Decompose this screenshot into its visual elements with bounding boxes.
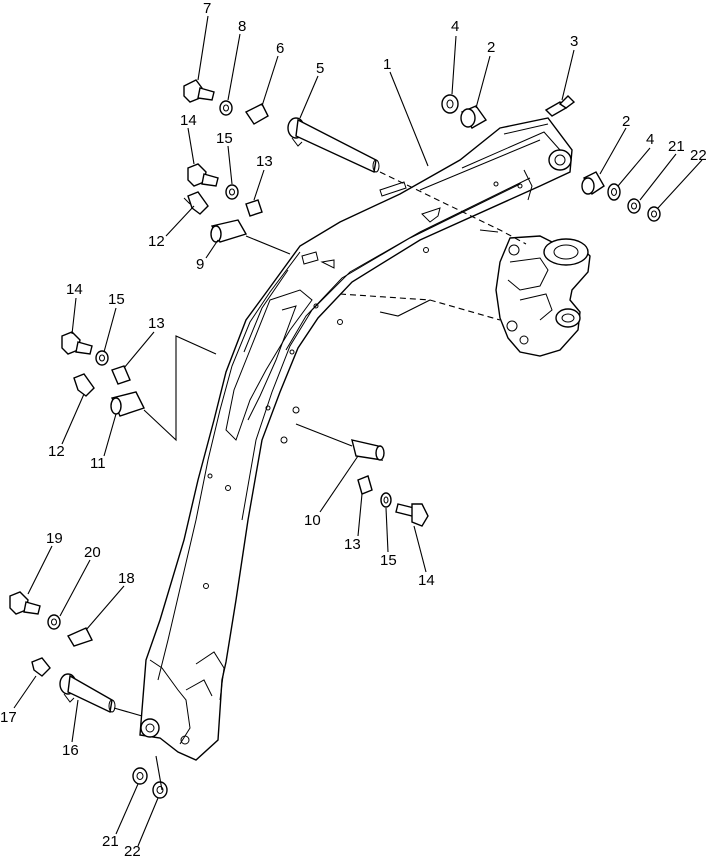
label-4-top: 4 — [451, 18, 459, 35]
pin-11 — [110, 335, 217, 442]
label-4-right: 4 — [646, 131, 654, 148]
washer-22-right — [647, 206, 661, 222]
label-22-right: 22 — [690, 147, 707, 164]
assembly-line-foot — [339, 293, 501, 321]
pin-9 — [210, 219, 291, 255]
label-11: 11 — [90, 455, 106, 472]
label-12-upper: 12 — [148, 233, 165, 250]
swing-bracket — [495, 235, 591, 357]
label-17: 17 — [0, 709, 17, 726]
bolt-14-middle — [61, 331, 93, 355]
grease-fitting-3 — [544, 95, 576, 117]
bolt-14-upper — [187, 163, 219, 187]
label-6: 6 — [276, 40, 284, 57]
plate-6 — [244, 103, 269, 125]
label-3: 3 — [570, 33, 578, 50]
label-9: 9 — [196, 256, 204, 273]
plate-13-middle — [111, 365, 131, 385]
assembly-line-head — [379, 171, 527, 245]
label-12-middle: 12 — [48, 443, 65, 460]
label-13-lower: 13 — [344, 536, 361, 553]
washer-15-upper — [225, 184, 239, 200]
label-7: 7 — [203, 0, 211, 17]
boom-body — [139, 117, 573, 761]
bolt-19 — [9, 591, 41, 615]
washer-15-middle — [95, 350, 109, 366]
label-15-upper: 15 — [216, 130, 233, 147]
label-22-bottom: 22 — [124, 843, 141, 858]
label-5: 5 — [316, 60, 324, 77]
plate-13-upper — [245, 199, 263, 217]
label-13-upper: 13 — [256, 153, 273, 170]
label-1: 1 — [383, 56, 391, 73]
label-18: 18 — [118, 570, 135, 587]
washer-8 — [219, 100, 233, 116]
grease-fitting-12-upper — [183, 191, 209, 215]
bolt-14-lower — [395, 503, 429, 527]
label-16: 16 — [62, 742, 79, 759]
washer-21-right — [627, 198, 641, 214]
washer-20 — [47, 614, 61, 630]
label-19: 19 — [46, 530, 63, 547]
bushing-2-right — [581, 171, 605, 196]
washer-21-bottom — [132, 767, 148, 785]
label-14-upper: 14 — [180, 112, 197, 129]
label-14-lower: 14 — [418, 572, 435, 589]
leader-lines — [13, 15, 703, 847]
label-15-middle: 15 — [108, 291, 125, 308]
pin-16 — [59, 673, 143, 717]
label-21-right: 21 — [668, 138, 685, 155]
bushing-2-top — [460, 105, 488, 129]
washer-15-lower — [380, 492, 392, 508]
washer-22-bottom — [152, 781, 168, 799]
pin-10 — [295, 423, 385, 461]
plate-18 — [66, 627, 93, 647]
label-8: 8 — [238, 18, 246, 35]
washer-4-right — [607, 183, 621, 201]
plate-13-lower — [357, 475, 373, 495]
pin-5 — [287, 117, 380, 174]
bolt-7 — [183, 79, 215, 103]
label-13-middle: 13 — [148, 315, 165, 332]
label-21-bottom: 21 — [102, 833, 119, 850]
label-15-lower: 15 — [380, 552, 397, 569]
label-14-middle: 14 — [66, 281, 83, 298]
washer-4-top — [441, 94, 459, 114]
label-2-top: 2 — [487, 39, 495, 56]
label-10: 10 — [304, 512, 321, 529]
grease-fitting-12-middle — [73, 373, 95, 397]
label-2-right: 2 — [622, 113, 630, 130]
grease-fitting-17 — [31, 657, 51, 677]
label-20: 20 — [84, 544, 101, 561]
